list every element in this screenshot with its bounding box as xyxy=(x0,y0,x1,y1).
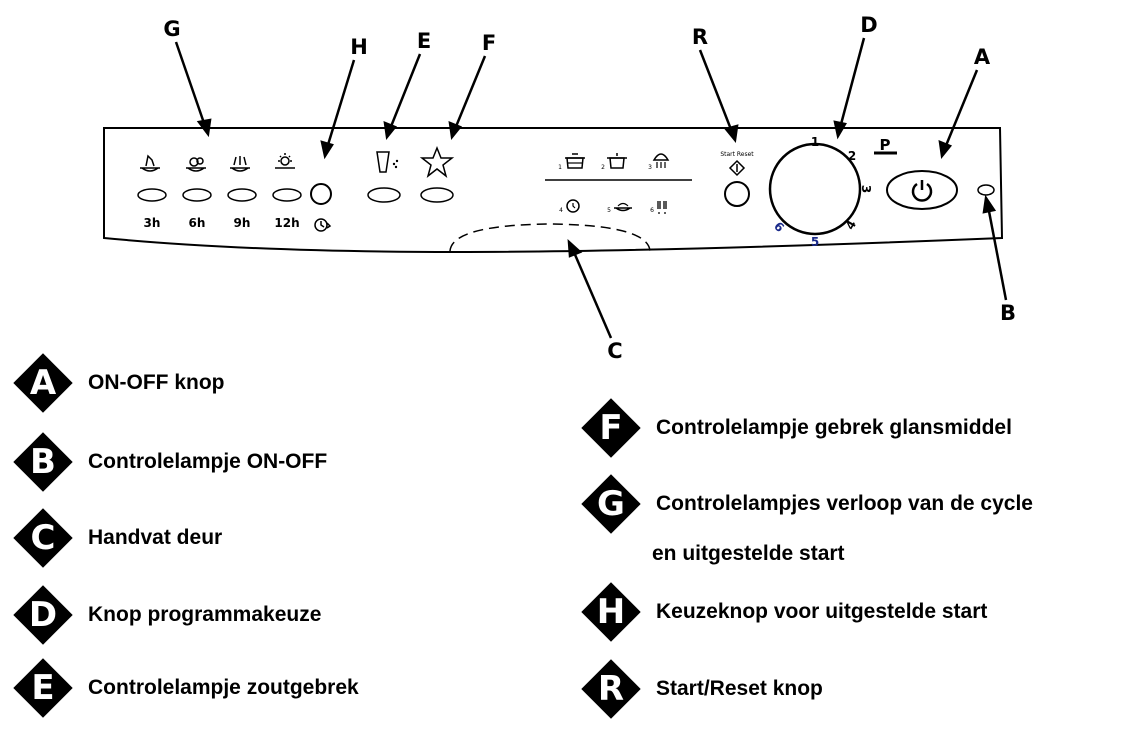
program-number-4: 4 xyxy=(559,207,563,214)
power-icon xyxy=(911,180,933,202)
delay-lamp-12h xyxy=(272,188,302,202)
legend-text-h: Keuzeknop voor uitgestelde start xyxy=(656,600,988,623)
program-number-6: 6 xyxy=(650,207,654,214)
callout-b: B xyxy=(1000,301,1016,325)
legend-diamond-h: H xyxy=(580,581,642,643)
callout-e: E xyxy=(417,29,431,53)
legend-item-d: D Knop programmakeuze xyxy=(12,584,322,646)
salt-jug-icon xyxy=(376,151,399,173)
start-reset-label: Start Reset xyxy=(720,151,754,158)
callout-arrows xyxy=(174,37,1008,339)
delay-lamp-9h xyxy=(227,188,257,202)
cup-icon xyxy=(230,156,250,172)
legend-text-r: Start/Reset knop xyxy=(656,677,823,700)
legend-diamond-r: R xyxy=(580,658,642,720)
callout-a: A xyxy=(974,45,991,69)
legend-item-g: G Controlelampjes verloop van de cycle xyxy=(580,473,1033,535)
pots-icon xyxy=(186,157,206,172)
pan-icon xyxy=(607,153,627,169)
legend-item-h: H Keuzeknop voor uitgestelde start xyxy=(580,581,988,643)
dish-icon xyxy=(140,154,160,172)
salt-lamp xyxy=(367,187,401,203)
legend-item-e: E Controlelampje zoutgebrek xyxy=(12,657,359,719)
dial-number-3: 3 xyxy=(859,185,873,193)
legend-item-r: R Start/Reset knop xyxy=(580,658,823,720)
sun-icon xyxy=(275,153,295,169)
delay-label-9h: 9h xyxy=(234,216,251,230)
legend-text-c: Handvat deur xyxy=(88,526,223,549)
callout-d: D xyxy=(860,13,877,37)
start-reset-icon xyxy=(728,159,746,177)
star-icon xyxy=(419,145,455,178)
callout-h: H xyxy=(350,35,368,59)
dial-number-2: 2 xyxy=(848,149,856,163)
legend-text-g: Controlelampjes verloop van de cycle xyxy=(656,492,1033,515)
callout-f: F xyxy=(482,31,496,55)
legend-item-c: C Handvat deur xyxy=(12,507,223,569)
legend-diamond-c: C xyxy=(12,507,74,569)
plate-icon xyxy=(614,202,632,212)
legend-diamond-e: E xyxy=(12,657,74,719)
program-dial[interactable] xyxy=(768,142,862,236)
program-number-2: 2 xyxy=(601,164,605,171)
clock-icon xyxy=(566,199,580,213)
legend-text-e: Controlelampje zoutgebrek xyxy=(88,676,359,699)
delay-lamp-6h xyxy=(182,188,212,202)
legend-text-g-continuation: en uitgestelde start xyxy=(652,542,845,565)
legend-text-a: ON-OFF knop xyxy=(88,371,225,394)
rinse-lamp xyxy=(420,187,454,203)
delay-label-12h: 12h xyxy=(274,216,299,230)
delay-label-3h: 3h xyxy=(144,216,161,230)
legend-diamond-b: B xyxy=(12,431,74,493)
control-panel-diagram: 3h 6h 9h 12h 1 2 3 4 5 6 xyxy=(103,13,1016,360)
panel-outline xyxy=(103,127,1004,254)
legend-diamond-f: F xyxy=(580,397,642,459)
program-marker: P xyxy=(880,136,891,154)
legend-text-d: Knop programmakeuze xyxy=(88,603,322,626)
program-number-1: 1 xyxy=(558,164,562,171)
power-lamp xyxy=(977,184,995,196)
glass-rack-icon xyxy=(652,153,670,168)
delay-clock-icon xyxy=(314,218,332,232)
door-handle xyxy=(449,223,651,252)
start-reset-button[interactable] xyxy=(724,181,750,207)
delay-start-button[interactable] xyxy=(310,183,332,205)
dial-number-5: 5 xyxy=(811,235,819,249)
legend-text-b: Controlelampje ON-OFF xyxy=(88,450,328,473)
legend-diamond-g: G xyxy=(580,473,642,535)
dial-number-1: 1 xyxy=(811,135,819,149)
wineglass-icon xyxy=(657,201,667,214)
legend-diamond-a: A xyxy=(12,352,74,414)
callout-g: G xyxy=(163,17,180,41)
legend-item-a: A ON-OFF knop xyxy=(12,352,225,414)
program-number-3: 3 xyxy=(648,164,652,171)
legend-text-f: Controlelampje gebrek glansmiddel xyxy=(656,416,1012,439)
legend-diamond-d: D xyxy=(12,584,74,646)
legend-item-f: F Controlelampje gebrek glansmiddel xyxy=(580,397,1012,459)
pot-icon xyxy=(565,153,585,169)
legend-item-b: B Controlelampje ON-OFF xyxy=(12,431,327,493)
callout-c: C xyxy=(607,339,622,360)
callout-r: R xyxy=(692,25,708,49)
delay-lamp-3h xyxy=(137,188,167,202)
delay-label-6h: 6h xyxy=(189,216,206,230)
program-number-5: 5 xyxy=(607,207,611,214)
